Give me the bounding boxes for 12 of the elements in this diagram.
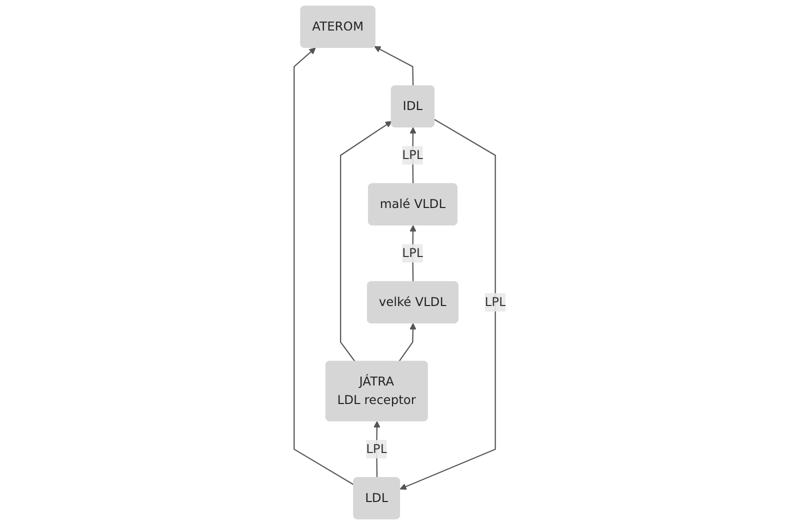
edge-label: LPL	[484, 294, 506, 310]
arrow	[409, 225, 416, 282]
edge-label: LPL	[402, 246, 423, 260]
arrow	[340, 121, 392, 362]
arrow	[293, 48, 354, 486]
arrow	[399, 118, 496, 490]
edge-label: LPL	[366, 442, 387, 456]
arrow	[374, 46, 414, 86]
arrow	[398, 323, 416, 362]
edge-label: LPL	[402, 148, 423, 162]
arrow	[409, 127, 416, 184]
arrow	[373, 420, 380, 478]
